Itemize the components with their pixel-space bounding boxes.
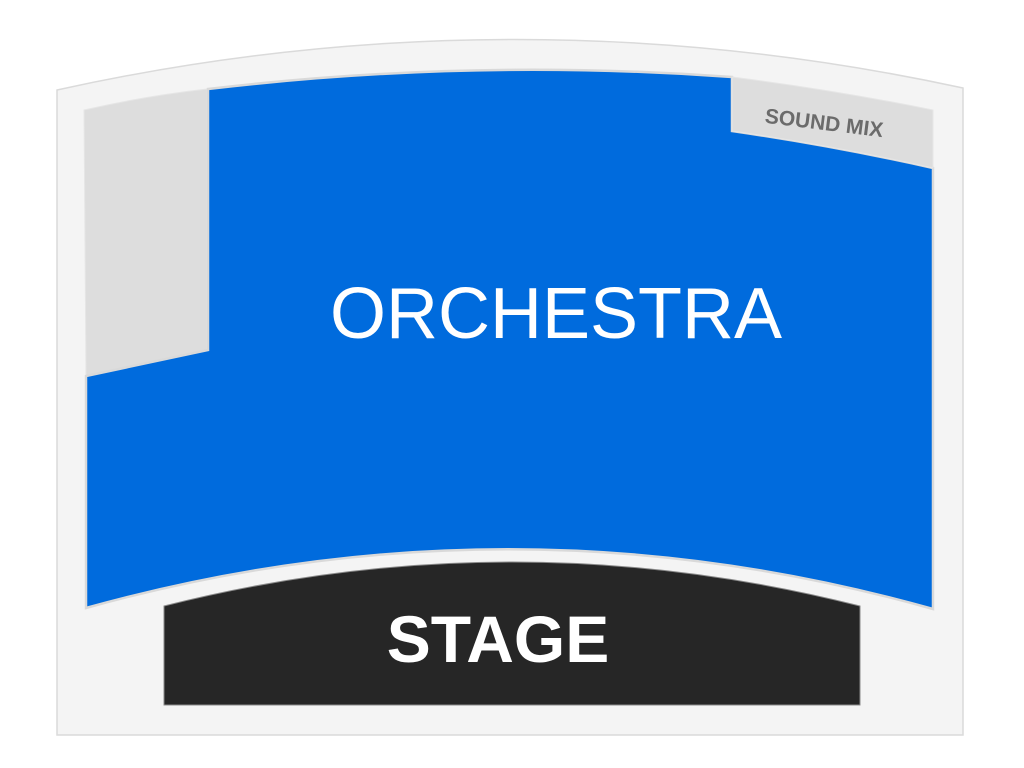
orchestra-label: ORCHESTRA [330,274,782,354]
stage-label: STAGE [387,602,609,676]
left-unavailable-section [83,88,208,377]
sound-mix-section [731,76,934,169]
stage [163,561,861,706]
